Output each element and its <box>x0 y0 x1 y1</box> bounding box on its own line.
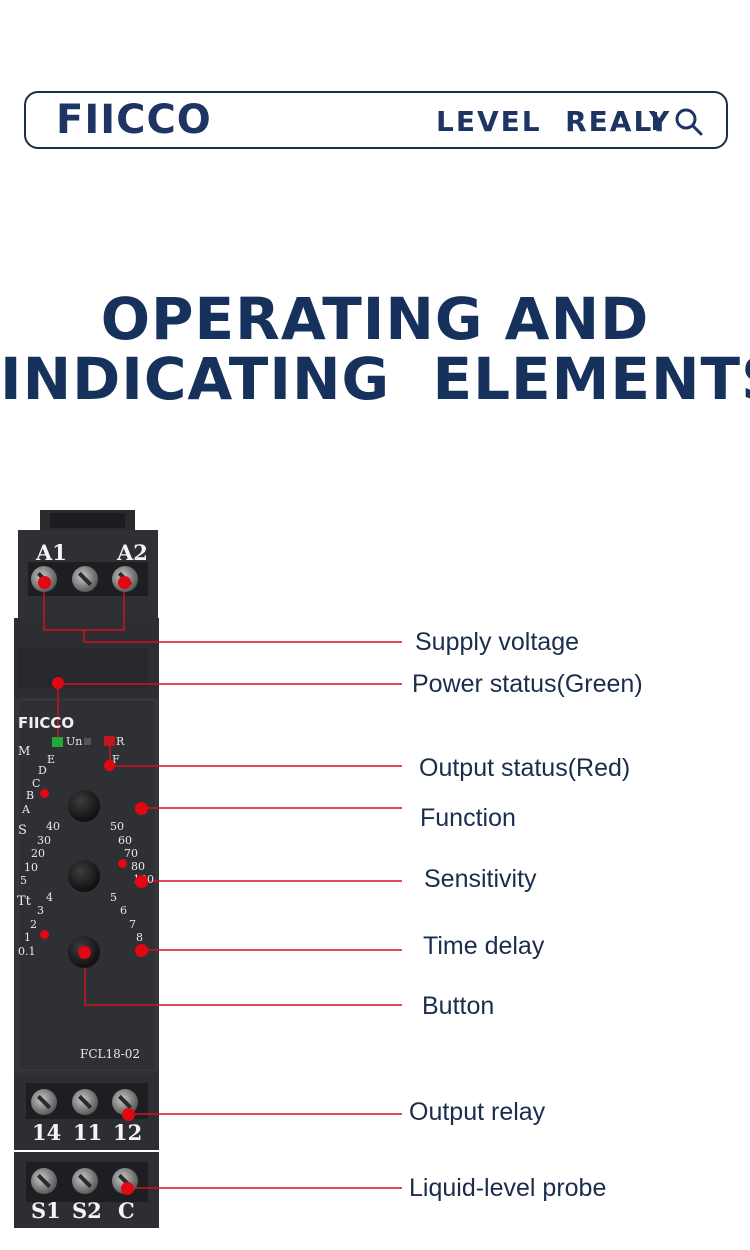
led-un-label: Un <box>66 735 83 748</box>
time-prefix: Tt <box>17 894 31 909</box>
time-2: 2 <box>30 918 37 931</box>
sensitivity-knob[interactable] <box>68 860 100 892</box>
func-d: D <box>38 764 47 777</box>
screw-11 <box>72 1089 98 1115</box>
sens-80: 80 <box>131 860 145 873</box>
callout-power-status: Power status(Green) <box>412 670 643 698</box>
search-icon[interactable] <box>674 107 704 137</box>
screw-mid <box>72 566 98 592</box>
marker-time-delay <box>135 944 148 957</box>
callout-liquid-level-probe: Liquid-level probe <box>409 1174 607 1202</box>
screw-s2 <box>72 1168 98 1194</box>
terminal-12: 12 <box>113 1120 143 1145</box>
marker-power-led <box>52 677 64 689</box>
marker-button <box>78 946 91 959</box>
time-8: 8 <box>136 931 143 944</box>
callout-output-status: Output status(Red) <box>419 754 631 782</box>
time-7: 7 <box>129 918 136 931</box>
terminal-14: 14 <box>32 1120 62 1145</box>
marker-func-b <box>40 789 49 798</box>
sens-40: 40 <box>46 820 60 833</box>
callout-time-delay: Time delay <box>423 932 545 960</box>
marker-output-relay <box>122 1108 135 1121</box>
marker-output-led <box>104 760 115 771</box>
func-c: C <box>32 777 41 790</box>
sens-30: 30 <box>37 834 51 847</box>
function-knob[interactable] <box>68 790 100 822</box>
sens-50: 50 <box>110 820 124 833</box>
sens-5: 5 <box>20 874 27 887</box>
product-title: LEVEL REALY <box>436 105 672 138</box>
func-f: F <box>112 753 120 766</box>
header-bar: FIICCO LEVEL REALY <box>24 91 728 149</box>
time-0.1: 0.1 <box>18 945 36 958</box>
callout-supply-voltage: Supply voltage <box>415 628 580 656</box>
marker-function <box>135 802 148 815</box>
callout-function: Function <box>420 804 516 832</box>
callout-sensitivity: Sensitivity <box>424 865 537 893</box>
led-r-label: R <box>116 735 125 748</box>
terminal-a2: A2 <box>117 540 148 565</box>
sens-10: 10 <box>24 861 38 874</box>
screw-s1 <box>31 1168 57 1194</box>
marker-a2 <box>118 576 131 589</box>
sens-60: 60 <box>118 834 132 847</box>
time-5: 5 <box>110 891 117 904</box>
time-4: 4 <box>46 891 53 904</box>
sens-70: 70 <box>124 847 138 860</box>
marker-a1 <box>38 576 51 589</box>
page-heading-line1: OPERATING AND <box>100 285 650 353</box>
time-3: 3 <box>37 904 44 917</box>
terminal-a1: A1 <box>36 540 67 565</box>
model-number: FCL18-02 <box>80 1047 141 1061</box>
func-m: M <box>18 744 31 758</box>
func-b: B <box>26 789 35 802</box>
time-6: 6 <box>120 904 127 917</box>
time-1: 1 <box>24 931 31 944</box>
page-heading-line2: INDICATING ELEMENTS <box>0 345 750 413</box>
sens-prefix: S <box>18 823 27 838</box>
marker-sensitivity <box>135 875 148 888</box>
terminal-11: 11 <box>73 1120 103 1145</box>
terminal-c: C <box>118 1198 135 1223</box>
callout-button: Button <box>422 992 495 1020</box>
terminal-s1: S1 <box>31 1198 61 1223</box>
marker-sens-80 <box>118 859 127 868</box>
func-e: E <box>47 753 56 766</box>
marker-probe <box>121 1182 134 1195</box>
func-a: A <box>22 803 30 816</box>
sens-20: 20 <box>31 847 45 860</box>
brand-logo: FIICCO <box>56 97 212 143</box>
terminal-s2: S2 <box>72 1198 102 1223</box>
callout-output-relay: Output relay <box>409 1098 546 1126</box>
device-brand: FIICCO <box>18 714 75 732</box>
screw-14 <box>31 1089 57 1115</box>
marker-time-1 <box>40 930 49 939</box>
title-divider <box>653 112 657 130</box>
